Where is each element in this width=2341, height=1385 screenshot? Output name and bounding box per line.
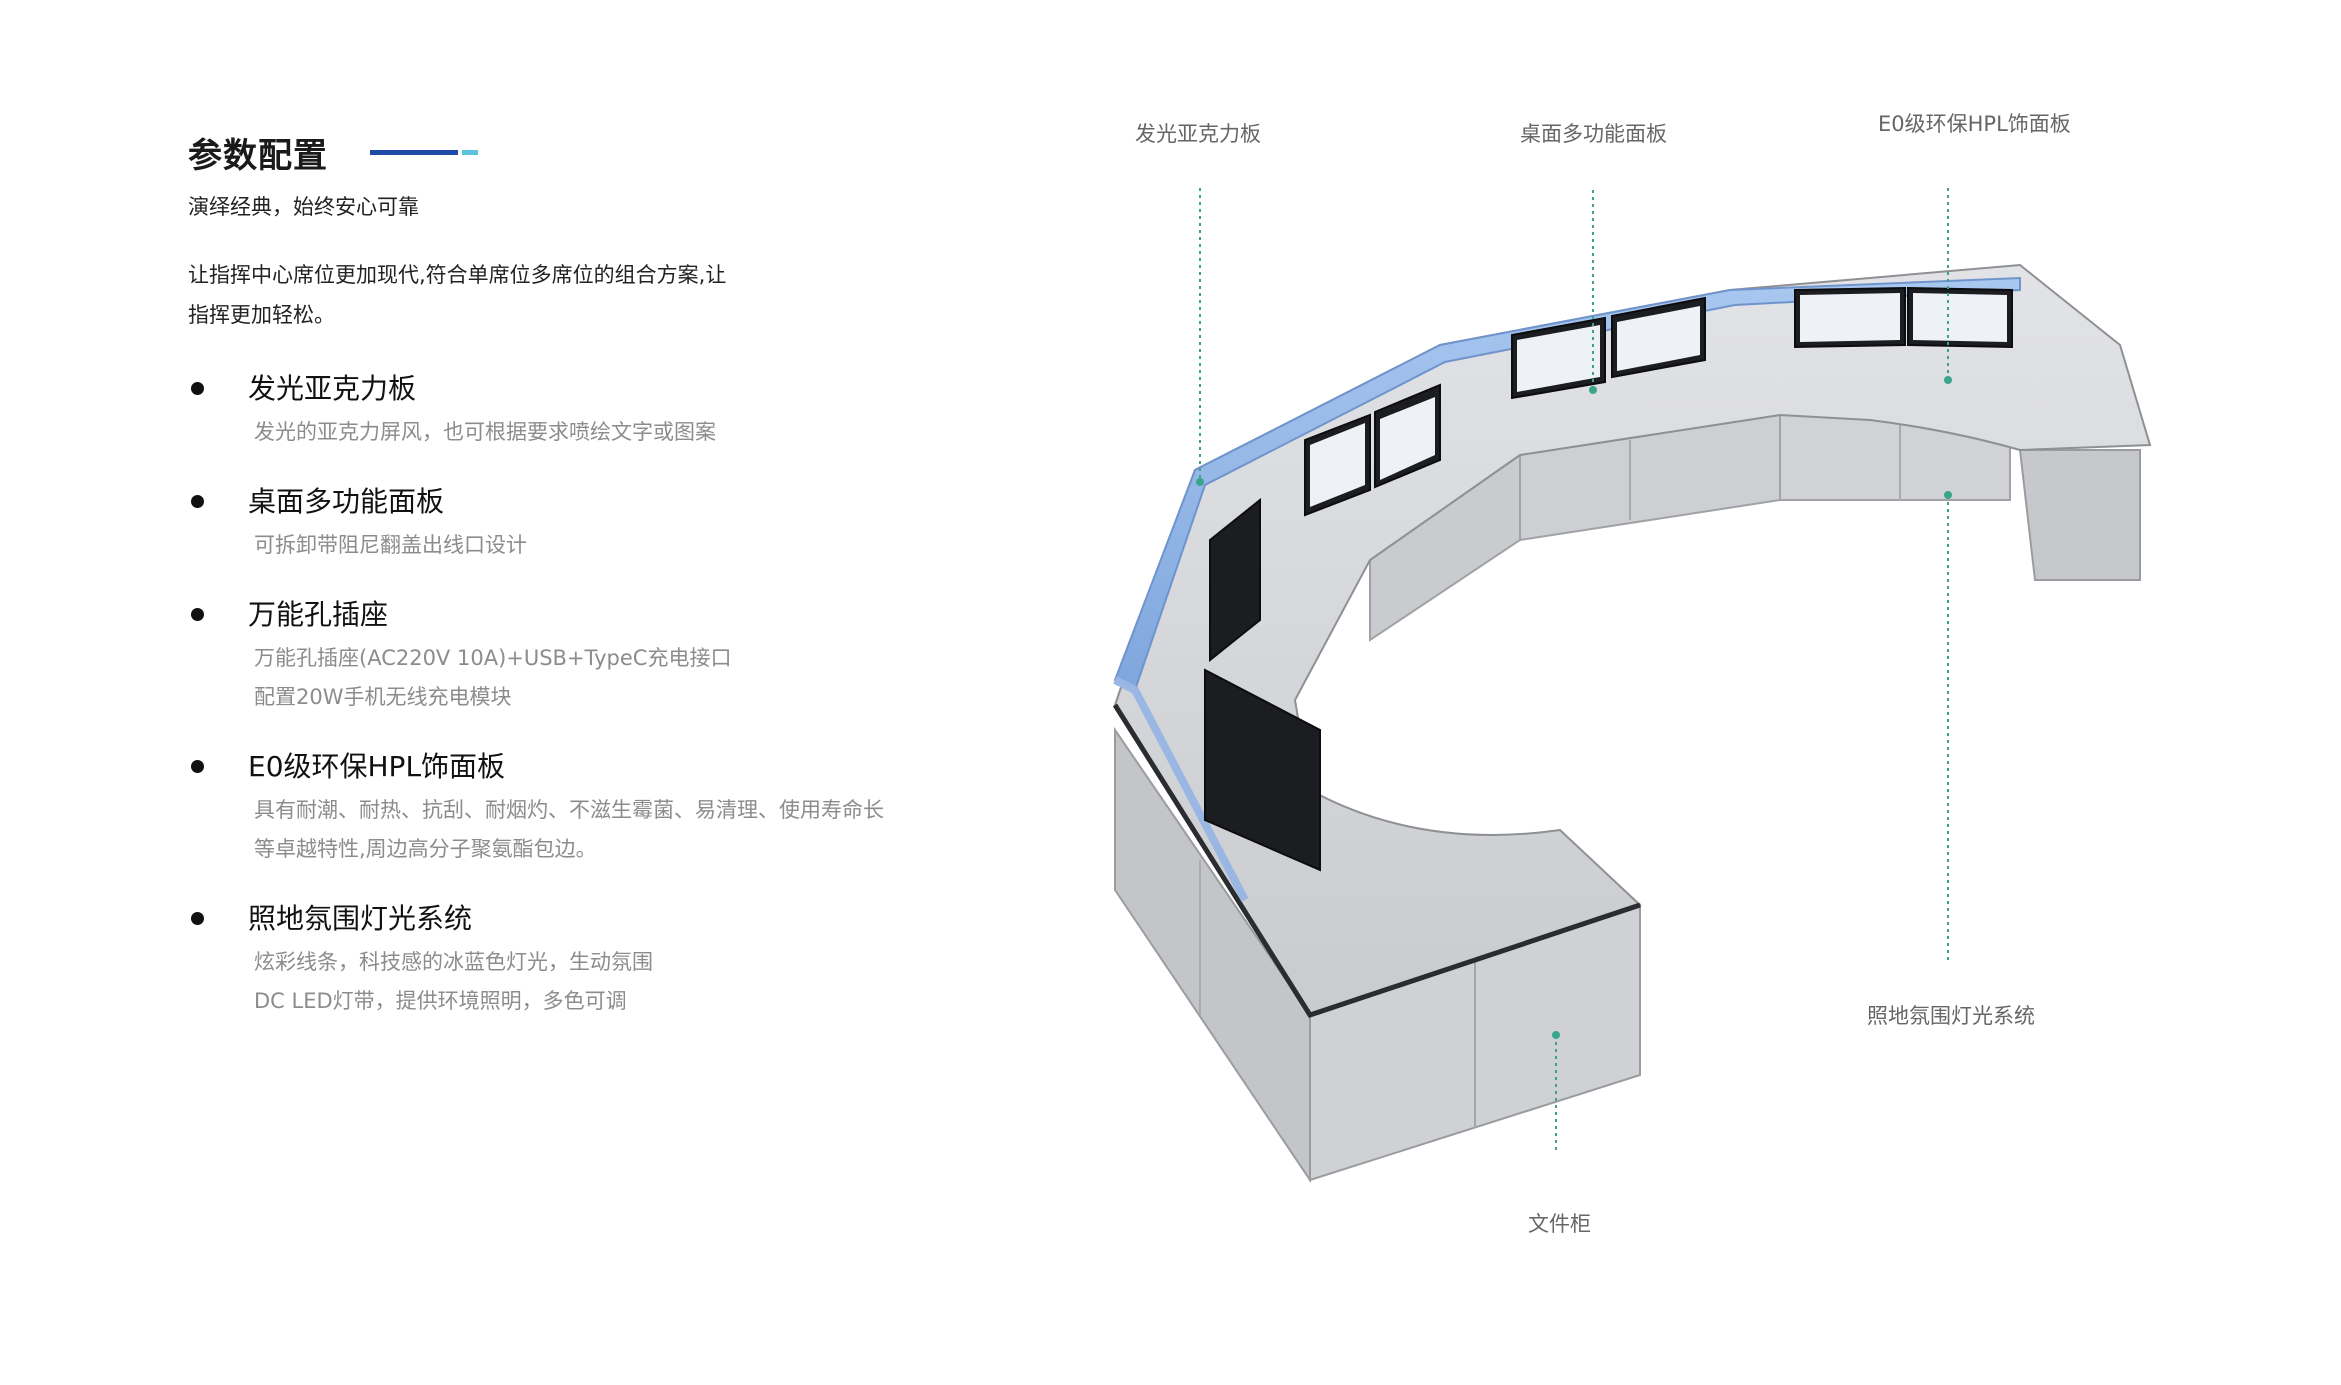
bullet-icon bbox=[191, 912, 204, 925]
spec-section: 参数配置 演绎经典，始终安心可靠 让指挥中心席位更加现代,符合单席位多席位的组合… bbox=[188, 128, 948, 1051]
leader-lines bbox=[1199, 188, 1949, 1150]
feature-desc-line: 发光的亚克力屏风，也可根据要求喷绘文字或图案 bbox=[254, 420, 716, 444]
feature-desc-line: 具有耐潮、耐热、抗刮、耐烟灼、不滋生霉菌、易清理、使用寿命长 bbox=[254, 798, 884, 822]
desk-top bbox=[1113, 263, 2152, 1017]
console-illustration bbox=[1112, 188, 2152, 1184]
feature-name: E0级环保HPL饰面板 bbox=[248, 750, 506, 783]
acrylic-panel bbox=[1113, 276, 2021, 692]
callout-hpl: E0级环保HPL饰面板 bbox=[1878, 112, 2071, 136]
title-row: 参数配置 bbox=[188, 128, 948, 177]
feature-item: E0级环保HPL饰面板 具有耐潮、耐热、抗刮、耐烟灼、不滋生霉菌、易清理、使用寿… bbox=[188, 747, 948, 869]
title-accent-bar bbox=[370, 150, 458, 155]
bullet-icon bbox=[191, 608, 204, 621]
bullet-icon bbox=[191, 382, 204, 395]
feature-desc: 万能孔插座(AC220V 10A)+USB+TypeC充电接口 配置20W手机无… bbox=[248, 639, 948, 717]
feature-desc-line: DC LED灯带，提供环境照明，多色可调 bbox=[254, 989, 627, 1013]
feature-item: 发光亚克力板 发光的亚克力屏风，也可根据要求喷绘文字或图案 bbox=[188, 369, 948, 452]
intro-line: 让指挥中心席位更加现代,符合单席位多席位的组合方案,让 bbox=[188, 263, 727, 287]
monitor-screens bbox=[1310, 293, 2007, 507]
feature-desc-line: 等卓越特性,周边高分子聚氨酯包边。 bbox=[254, 837, 597, 861]
feature-desc: 可拆卸带阻尼翻盖出线口设计 bbox=[248, 526, 948, 565]
feature-desc-line: 配置20W手机无线充电模块 bbox=[254, 685, 512, 709]
leader-dots bbox=[1196, 376, 1952, 1039]
feature-desc-line: 万能孔插座(AC220V 10A)+USB+TypeC充电接口 bbox=[254, 646, 732, 670]
feature-name: 桌面多功能面板 bbox=[248, 485, 445, 518]
feature-list: 发光亚克力板 发光的亚克力屏风，也可根据要求喷绘文字或图案 桌面多功能面板 可拆… bbox=[188, 369, 948, 1021]
page-title: 参数配置 bbox=[188, 136, 328, 176]
intro-text: 让指挥中心席位更加现代,符合单席位多席位的组合方案,让 指挥更加轻松。 bbox=[188, 255, 768, 335]
feature-desc: 具有耐潮、耐热、抗刮、耐烟灼、不滋生霉菌、易清理、使用寿命长 等卓越特性,周边高… bbox=[248, 791, 948, 869]
feature-item: 桌面多功能面板 可拆卸带阻尼翻盖出线口设计 bbox=[188, 482, 948, 565]
feature-desc: 炫彩线条，科技感的冰蓝色灯光，生动氛围 DC LED灯带，提供环境照明，多色可调 bbox=[248, 943, 948, 1021]
feature-name: 发光亚克力板 bbox=[248, 372, 417, 405]
feature-item: 照地氛围灯光系统 炫彩线条，科技感的冰蓝色灯光，生动氛围 DC LED灯带，提供… bbox=[188, 899, 948, 1021]
title-accent-bar-light bbox=[462, 150, 478, 155]
callout-cabinet: 文件柜 bbox=[1528, 1212, 1591, 1236]
feature-item: 万能孔插座 万能孔插座(AC220V 10A)+USB+TypeC充电接口 配置… bbox=[188, 595, 948, 717]
feature-desc: 发光的亚克力屏风，也可根据要求喷绘文字或图案 bbox=[248, 413, 948, 452]
callout-panel: 桌面多功能面板 bbox=[1520, 122, 1667, 146]
feature-name: 照地氛围灯光系统 bbox=[248, 902, 473, 935]
console-diagram: 发光亚克力板 桌面多功能面板 E0级环保HPL饰面板 照地氛围灯光系统 文件柜 bbox=[1000, 0, 2341, 1381]
callout-acrylic: 发光亚克力板 bbox=[1135, 122, 1261, 146]
feature-name: 万能孔插座 bbox=[248, 598, 389, 631]
bullet-icon bbox=[191, 495, 204, 508]
bullet-icon bbox=[191, 760, 204, 773]
page-subtitle: 演绎经典，始终安心可靠 bbox=[188, 195, 419, 219]
callout-light: 照地氛围灯光系统 bbox=[1867, 1004, 2035, 1028]
intro-line: 指挥更加轻松。 bbox=[188, 303, 335, 327]
feature-desc-line: 可拆卸带阻尼翻盖出线口设计 bbox=[254, 533, 527, 557]
feature-desc-line: 炫彩线条，科技感的冰蓝色灯光，生动氛围 bbox=[254, 950, 653, 974]
